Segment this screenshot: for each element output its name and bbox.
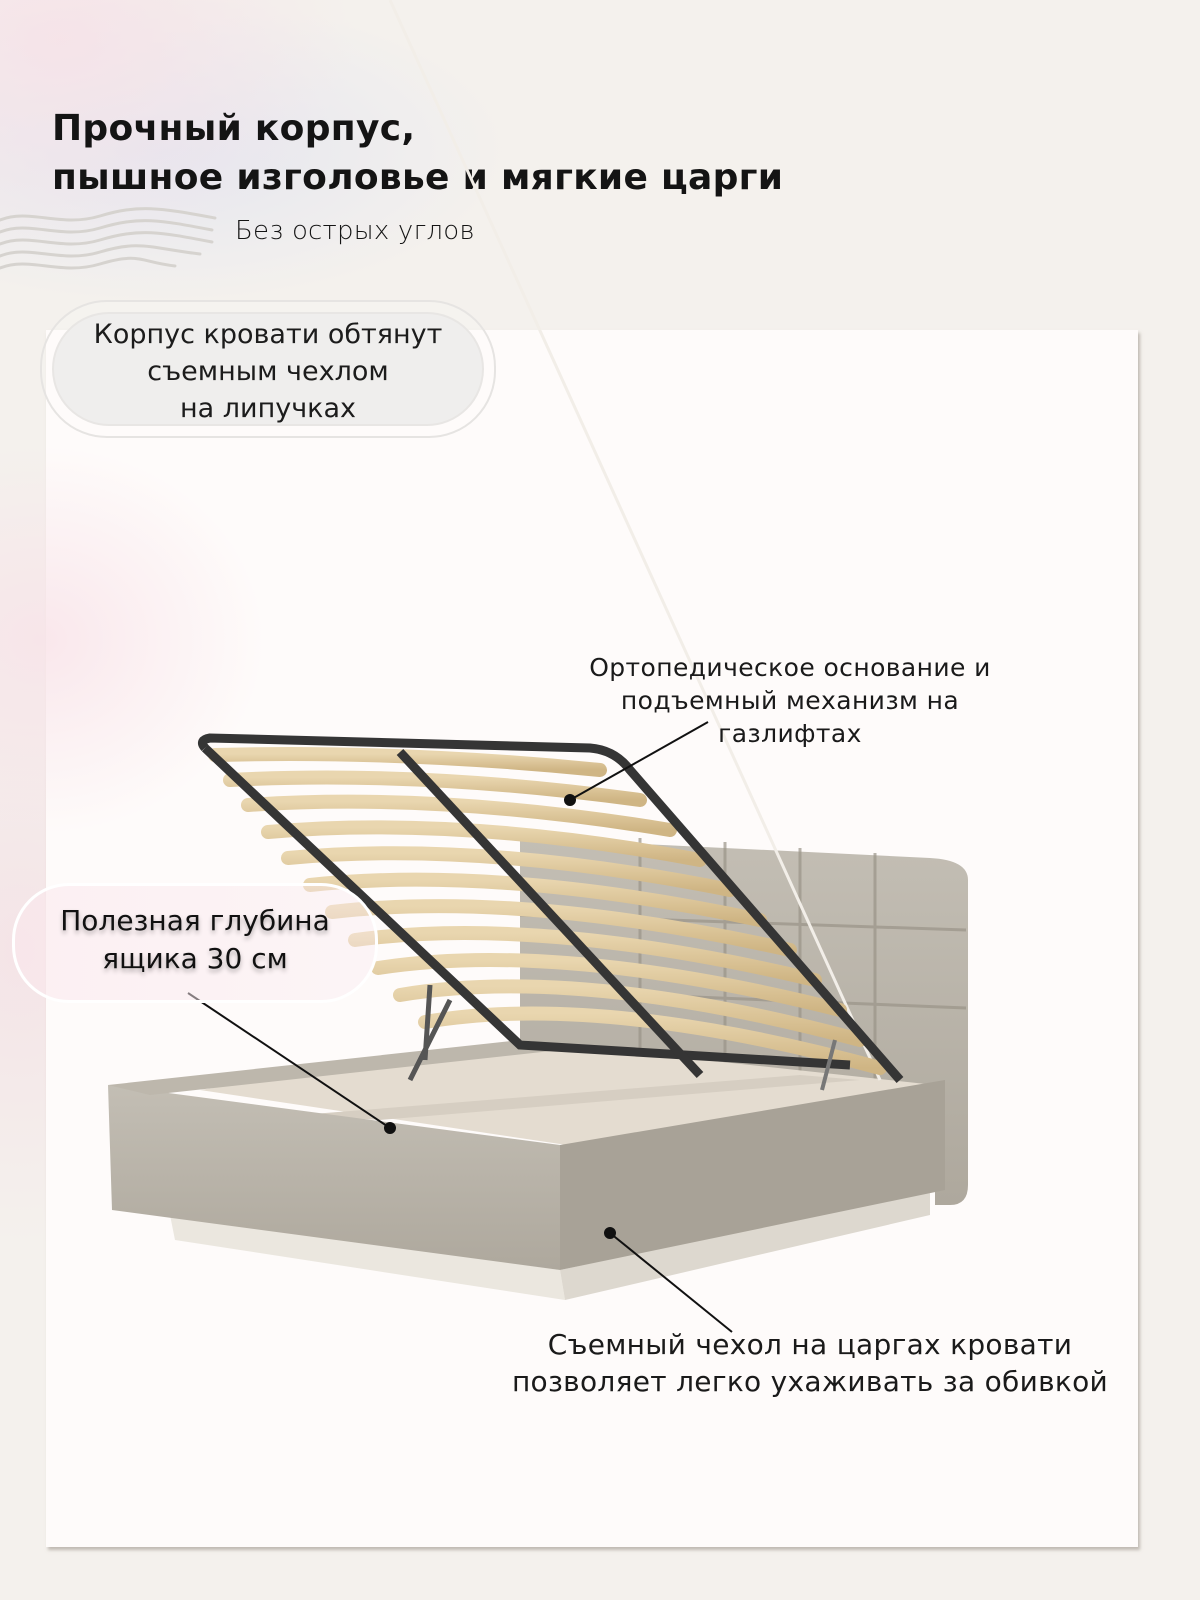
title-line-1: Прочный корпус, (52, 108, 416, 149)
callout-line: на липучках (179, 393, 356, 424)
callout-line: газлифтах (718, 719, 862, 748)
callout-line: Ортопедическое основание и (589, 653, 991, 682)
callout-text: Полезная глубина ящика 30 см (15, 902, 375, 978)
callout-text: Корпус кровати обтянут съемным чехлом на… (42, 316, 494, 427)
callout-line: ящика 30 см (102, 942, 288, 975)
waves-icon (0, 207, 217, 270)
callout-side-rail-cover: Съемный чехол на царгах кровати позволяе… (500, 1326, 1120, 1400)
panel-tint (0, 380, 420, 900)
callout-removable-cover: Корпус кровати обтянут съемным чехлом на… (40, 300, 496, 438)
callout-line: Корпус кровати обтянут (93, 319, 443, 350)
callout-line: позволяет легко ухаживать за обивкой (511, 1365, 1109, 1398)
callout-inner (52, 312, 484, 426)
subtitle: Без острых углов (235, 216, 475, 246)
callout-line: Съемный чехол на царгах кровати (547, 1328, 1073, 1361)
callout-line: подъемный механизм на (620, 686, 960, 715)
callout-line: съемным чехлом (147, 356, 389, 387)
page-title: Прочный корпус, пышное изголовье и мягки… (52, 104, 783, 202)
callout-line: Полезная глубина (60, 904, 330, 937)
callout-storage-depth: Полезная глубина ящика 30 см (12, 883, 378, 1003)
title-line-2: пышное изголовье и мягкие царги (52, 157, 784, 198)
callout-orthopedic-base: Ортопедическое основание и подъемный мех… (570, 651, 1010, 750)
